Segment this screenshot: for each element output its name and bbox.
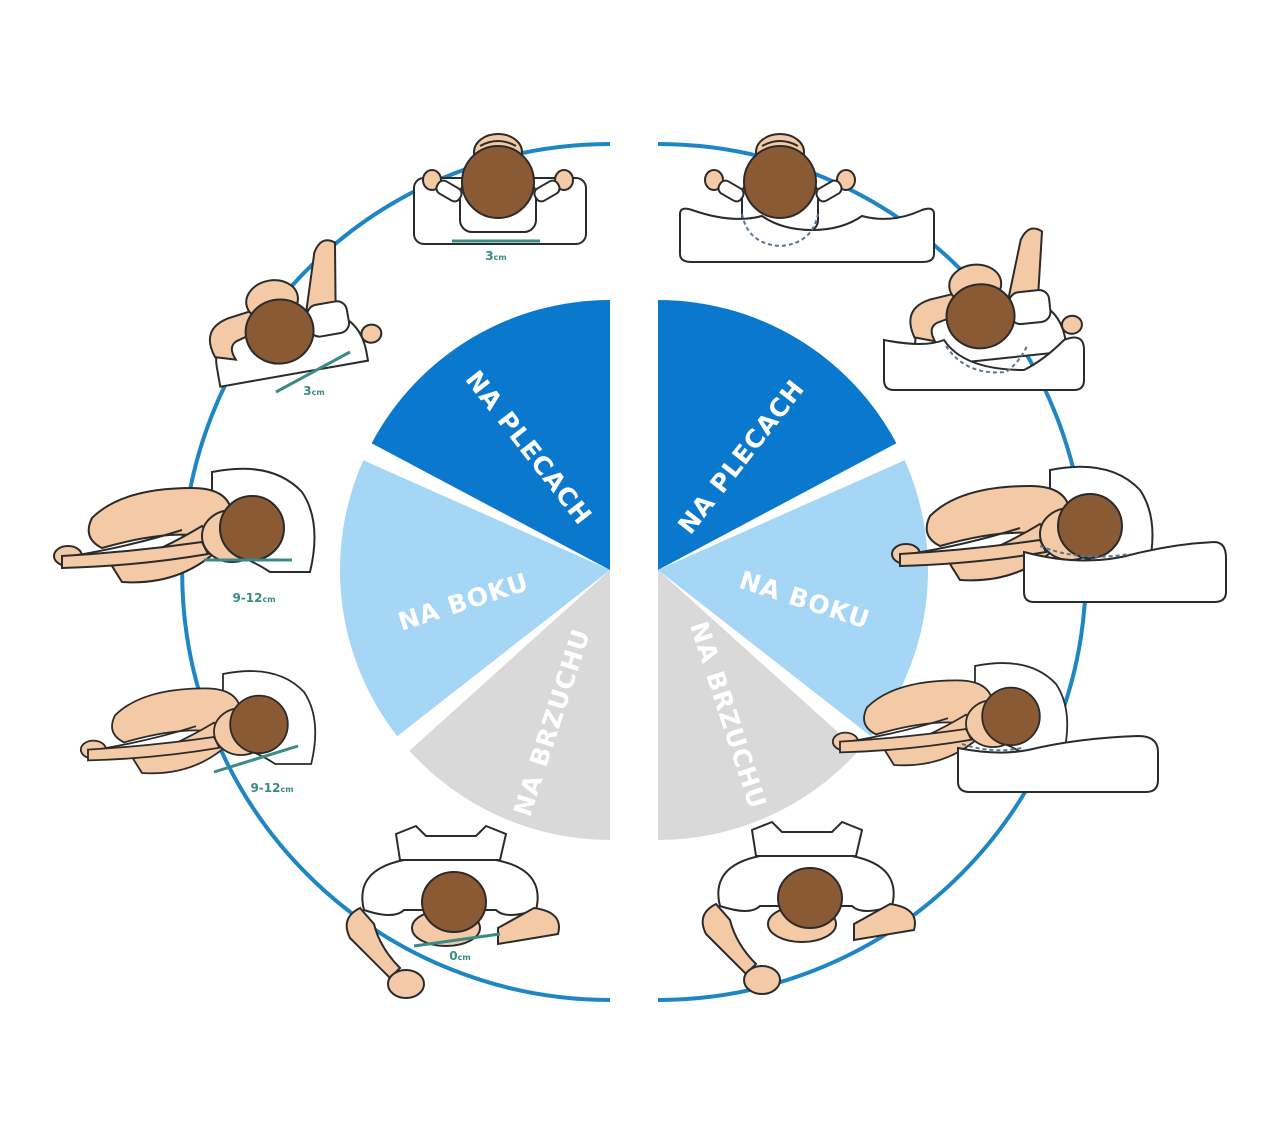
left-segment-na-plecach <box>371 300 610 570</box>
right-segment-na-plecach <box>658 300 897 570</box>
figure-right-back-2 <box>883 223 1086 391</box>
pillow-icon <box>957 734 1159 793</box>
right-pie-chart: NA PLECACH NA BOKU NA BRZUCHU <box>658 300 929 840</box>
left-segment-na-brzuchu <box>409 570 610 840</box>
measure-side-2: 9-12cm <box>250 781 293 795</box>
right-segment-na-boku <box>658 460 929 737</box>
figure-right-back-1 <box>679 133 935 263</box>
right-segment-na-brzuchu <box>658 570 859 840</box>
measure-back-2: 3cm <box>303 384 324 398</box>
figure-left-back-2: 3cm <box>194 232 387 398</box>
figure-left-stomach: 0cm <box>345 825 560 999</box>
measure-stomach: 0cm <box>449 949 470 963</box>
figure-right-side-1 <box>891 465 1227 603</box>
measure-back-1: 3cm <box>485 249 506 263</box>
figure-left-side-2: 9-12cm <box>79 670 317 795</box>
pillow-icon <box>1023 540 1227 603</box>
figure-right-side-2 <box>831 662 1159 793</box>
figure-left-side-1: 9-12cm <box>53 467 316 605</box>
measure-side-1: 9-12cm <box>232 591 275 605</box>
left-segment-na-boku <box>339 460 610 737</box>
pillow-icon <box>883 336 1085 391</box>
figure-left-back-1: 3cm <box>413 133 587 263</box>
left-pie-chart: NA PLECACH NA BOKU NA BRZUCHU <box>339 300 610 840</box>
figure-right-stomach <box>701 821 916 995</box>
